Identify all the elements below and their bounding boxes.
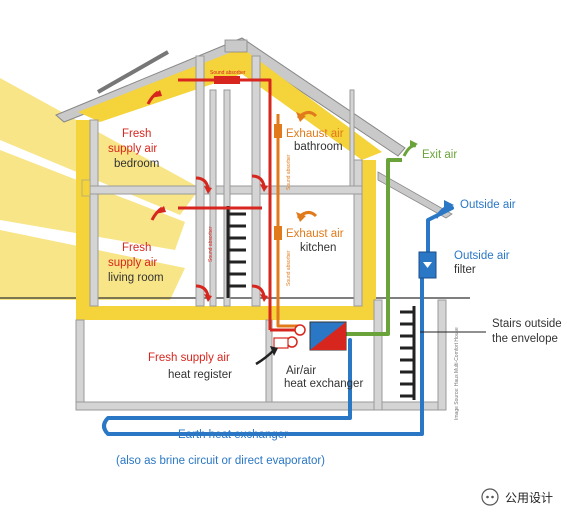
svg-text:living room: living room (108, 272, 164, 284)
image-source-credit: Image Source: Haus Multi-Comfort House (454, 327, 460, 420)
label-bedroom: Fresh supply air bedroom (108, 128, 159, 170)
svg-text:supply air: supply air (108, 257, 157, 269)
interior-stairs (226, 206, 246, 298)
svg-text:Outside air: Outside air (454, 250, 510, 262)
label-heat-exchanger: Air/air heat exchanger (284, 365, 363, 390)
outside-stairs (400, 306, 416, 400)
heat-register (273, 337, 289, 349)
wechat-icon (481, 488, 499, 506)
svg-text:Fresh: Fresh (122, 128, 151, 140)
earth-pipe (102, 206, 454, 436)
svg-text:bedroom: bedroom (114, 158, 159, 170)
label-outside-air: Outside air (460, 199, 516, 211)
exhaust-pipes (276, 114, 300, 328)
label-sound-absorber-bath: Sound absorber (286, 154, 292, 190)
label-exhaust-kitchen: Exhaust air kitchen (286, 228, 344, 254)
svg-text:supply air: supply air (108, 143, 157, 155)
watermark: 公用设计 (481, 486, 553, 508)
svg-text:Fresh supply air: Fresh supply air (148, 352, 230, 364)
svg-text:Air/air: Air/air (286, 365, 316, 377)
svg-text:Exhaust air: Exhaust air (286, 128, 344, 140)
svg-text:heat register: heat register (168, 369, 232, 381)
label-earth-hx-note: (also as brine circuit or direct evapora… (116, 455, 325, 467)
outside-arrow (434, 200, 454, 219)
heat-exchanger (286, 321, 347, 351)
svg-text:the envelope: the envelope (492, 333, 558, 345)
exit-arrow (402, 140, 418, 157)
sound-absorber-top (214, 76, 240, 84)
exhaust-arrows (296, 111, 318, 222)
label-living: Fresh supply air living room (108, 242, 164, 284)
walls (75, 55, 447, 411)
label-earth-hx: Earth heat exchanger (178, 429, 288, 441)
watermark-text: 公用设计 (504, 490, 553, 505)
label-sound-absorber-kitchen: Sound absorber (286, 250, 292, 286)
svg-text:heat exchanger: heat exchanger (284, 378, 363, 390)
svg-text:filter: filter (454, 264, 476, 276)
label-supply-register: Fresh supply air heat register (148, 352, 232, 381)
label-sound-absorber-lower: Sound absorber (208, 226, 214, 262)
label-exit-air: Exit air (422, 149, 457, 161)
svg-text:Fresh: Fresh (122, 242, 151, 254)
annex-roof (377, 171, 453, 219)
svg-text:kitchen: kitchen (300, 242, 336, 254)
svg-text:Stairs outside: Stairs outside (492, 318, 562, 330)
label-stairs: Stairs outside the envelope (492, 318, 562, 345)
label-outside-filter: Outside air filter (454, 250, 510, 276)
supply-arrows (146, 90, 268, 302)
label-exhaust-bath: Exhaust air bathroom (286, 128, 344, 153)
window-upper (81, 179, 91, 197)
solar-panel (97, 50, 169, 94)
register-pointer-arrow (255, 346, 278, 366)
insulation-envelope (76, 120, 376, 320)
svg-text:bathroom: bathroom (294, 141, 343, 153)
label-sound-absorber-top: Sound absorber (210, 70, 246, 76)
exit-pipe (340, 158, 402, 336)
svg-text:Exhaust air: Exhaust air (286, 228, 344, 240)
